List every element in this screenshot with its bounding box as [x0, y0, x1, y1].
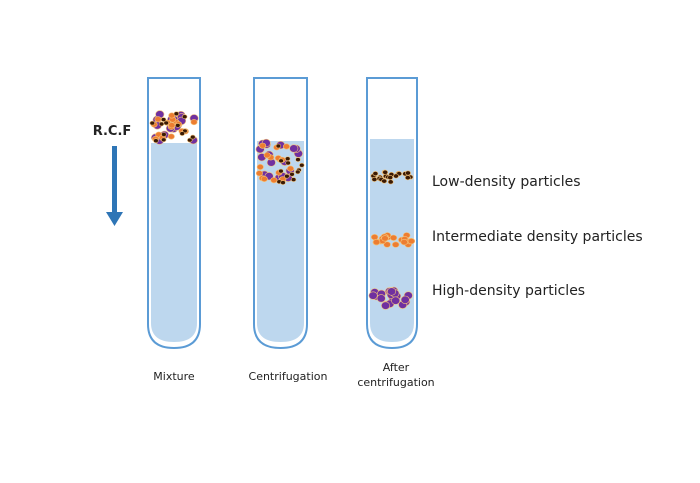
- low-density-particle: [275, 143, 282, 149]
- high-density-particle: [391, 296, 401, 305]
- tube-after-centrifugation: [366, 77, 418, 350]
- low-density-particle: [372, 171, 379, 177]
- low-density-particle: [190, 134, 196, 140]
- high-density-particle: [368, 291, 378, 300]
- high-density-band: [368, 286, 413, 310]
- low-density-particle: [284, 173, 290, 179]
- high-density-particle: [400, 295, 410, 304]
- low-density-band: [370, 169, 414, 185]
- low-density-particle: [387, 175, 394, 181]
- intermediate-density-particle: [372, 239, 381, 246]
- low-density-particle: [149, 120, 156, 126]
- intermediate-density-particle: [286, 165, 294, 172]
- caption-centrifugation: Centrifugation: [249, 370, 328, 383]
- intermediate-density-particle: [256, 164, 264, 171]
- low-density-particle: [158, 121, 165, 127]
- low-density-particle: [160, 117, 167, 122]
- low-density-particle: [179, 131, 185, 136]
- high-density-particle: [387, 287, 397, 296]
- tube-centrifugation: [253, 77, 308, 350]
- low-density-particle: [299, 162, 305, 168]
- intermediate-density-particle: [154, 116, 162, 123]
- low-density-particle: [404, 175, 411, 181]
- high-density-particle: [381, 301, 391, 310]
- intermediate-density-particle: [389, 234, 398, 241]
- particle-cluster-mixture: [149, 110, 199, 145]
- low-density-particle: [382, 169, 389, 175]
- low-density-particle: [371, 176, 378, 182]
- intermediate-density-particle: [392, 241, 400, 248]
- low-density-particle: [163, 120, 169, 126]
- intermediate-density-particle: [168, 122, 176, 129]
- intermediate-density-particle: [190, 119, 198, 126]
- label-high-density: High-density particles: [432, 283, 585, 299]
- low-density-particle: [381, 178, 388, 184]
- particle-cluster-centrifuging: [255, 138, 305, 185]
- low-density-particle: [278, 168, 284, 174]
- low-density-particle: [153, 138, 159, 143]
- low-density-particle: [289, 172, 295, 177]
- low-density-particle: [173, 111, 180, 116]
- low-density-particle: [187, 137, 193, 143]
- low-density-particle: [278, 158, 284, 164]
- low-density-particle: [387, 179, 394, 185]
- low-density-particle: [182, 114, 188, 119]
- rcf-arrow: [106, 146, 123, 226]
- low-density-particle: [175, 123, 181, 128]
- intermediate-density-particle: [255, 170, 263, 177]
- tube-mixture: [147, 77, 201, 350]
- low-density-particle: [295, 157, 301, 162]
- caption-after-line1: After: [383, 361, 410, 374]
- low-density-particle: [161, 132, 167, 137]
- intermediate-density-particle: [400, 239, 408, 246]
- intermediate-density-particle: [282, 143, 290, 150]
- low-density-particle: [161, 137, 167, 143]
- caption-mixture: Mixture: [153, 370, 195, 383]
- label-low-density: Low-density particles: [432, 174, 581, 190]
- intermediate-density-particle: [263, 152, 271, 159]
- low-density-particle: [290, 177, 297, 182]
- intermediate-density-particle: [407, 238, 416, 245]
- intermediate-density-band: [370, 232, 416, 248]
- intermediate-density-particle: [167, 133, 175, 140]
- low-density-particle: [405, 170, 411, 176]
- intermediate-density-particle: [260, 176, 268, 183]
- intermediate-density-particle: [381, 235, 389, 242]
- intermediate-density-particle: [270, 177, 278, 184]
- high-density-particle: [376, 294, 386, 303]
- rcf-label: R.C.F: [93, 124, 132, 139]
- low-density-particle: [280, 180, 286, 185]
- label-intermediate-density: Intermediate density particles: [432, 229, 643, 245]
- low-density-particle: [295, 169, 301, 175]
- low-density-particle: [285, 160, 291, 166]
- intermediate-density-particle: [259, 142, 267, 149]
- low-density-particle: [285, 156, 291, 161]
- high-density-particle: [289, 144, 299, 153]
- caption-after-line2: centrifugation: [357, 376, 434, 389]
